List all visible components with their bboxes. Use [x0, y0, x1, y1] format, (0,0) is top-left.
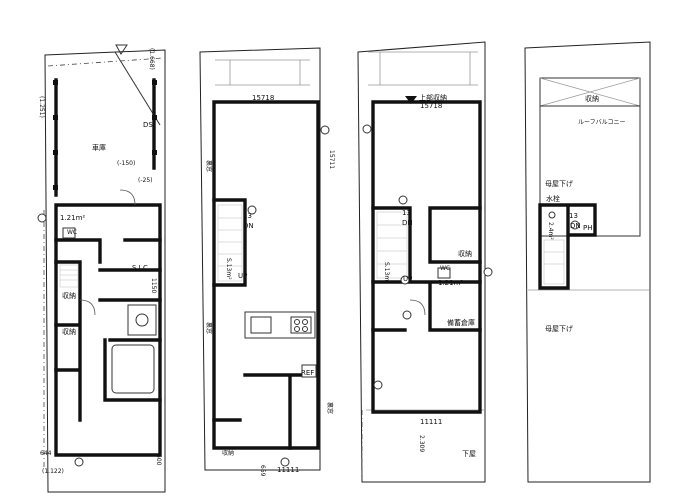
- roof-stair-walls: [538, 203, 597, 290]
- ds-label: DS: [143, 121, 153, 129]
- storage-label-4: 収納: [585, 94, 599, 103]
- plan-floor-3: 上部収納 15718 13 DN UP S.13m² 収納 WC 1.21m² …: [357, 41, 493, 483]
- ph-label: PH: [583, 224, 593, 232]
- garage-label: 車庫: [92, 143, 106, 152]
- grid-marker-3c: [400, 275, 410, 285]
- up-label-3: UP: [403, 275, 412, 283]
- door-swing-1b: [79, 299, 96, 316]
- dim-2309-label: 2.309: [418, 435, 425, 452]
- interior-walls-3: [371, 206, 482, 332]
- setback-top2-label: (1.668): [148, 48, 155, 70]
- dim-659-label: 659: [259, 465, 266, 477]
- dim-11111-label-3: 11111: [420, 418, 442, 426]
- step-13-label-2: 13: [243, 212, 252, 220]
- area-s-label-2: S.13m²: [225, 258, 232, 280]
- storage-room-label: 備蓄倉庫: [447, 318, 475, 327]
- roof-balcony-label: ルーフバルコニー: [578, 119, 626, 126]
- area-121-label: 1.21m²: [60, 214, 85, 222]
- grid-marker-3d: [483, 267, 493, 277]
- dn-label-2: DN: [243, 222, 254, 230]
- grid-marker-4: [570, 220, 580, 230]
- attic-storage-label: 上部収納: [419, 93, 447, 102]
- basin-icon: [135, 313, 149, 327]
- ref-label: REF: [301, 369, 314, 377]
- down-arrow-icon: [405, 96, 417, 104]
- area-s-label-3: S.13m²: [383, 262, 390, 284]
- grid-marker-3b: [398, 195, 408, 205]
- dim-15718-label-2: 15718: [252, 94, 274, 102]
- cabinet-r-label: 裏窓: [326, 402, 334, 414]
- dn-label-3: DN: [402, 219, 413, 227]
- bathtub: [111, 344, 155, 394]
- site-line-1: [47, 57, 164, 67]
- up-label-2: UP: [238, 272, 247, 280]
- kitchen-sink-icon: [250, 316, 272, 334]
- garage-posts: [53, 80, 157, 190]
- site-boundary-4: [524, 41, 651, 483]
- stair-1: [59, 264, 79, 288]
- site-boundary-1: [44, 49, 166, 493]
- dn-label-4: DN: [570, 222, 581, 230]
- plan-floor-2: 15718 15711 13 DN UP S.13m² REF 裏窓 裏窓 裏窓…: [199, 47, 335, 477]
- grid-marker-3a: [362, 124, 372, 134]
- wc-label: WC: [67, 229, 77, 236]
- grid-marker-2a: [247, 205, 257, 215]
- lower-roof-label: 下屋: [462, 450, 476, 458]
- level-25-label: (-25): [138, 177, 152, 184]
- site-boundary-3: [357, 41, 486, 483]
- door-swing-1a: [119, 189, 136, 206]
- interior-walls-1: [54, 238, 162, 422]
- water-tap-label: 水栓: [546, 194, 560, 203]
- area-24-label: 2.4m²: [547, 222, 554, 240]
- toilet-icon: [62, 227, 76, 239]
- step-13-label-4: 13: [569, 212, 578, 220]
- storage-a-label: 収納: [62, 291, 76, 300]
- dim-1150-label: 1150: [150, 278, 157, 293]
- fridge-box: [301, 364, 317, 378]
- setback-top-label: (1.251): [38, 96, 45, 118]
- sic-label: S.I.C: [132, 264, 148, 272]
- grid-marker-1: [37, 213, 47, 223]
- eaves-top-label: 母屋下げ: [545, 179, 573, 188]
- dim-644-label: 644: [40, 450, 52, 457]
- grid-marker-2c: [280, 457, 290, 467]
- storage-b-label: 収納: [62, 327, 76, 336]
- north-arrow-icon: [115, 44, 128, 55]
- toilet-icon-3: [437, 267, 451, 279]
- dim-15718-label-3: 15718: [420, 102, 442, 110]
- plan-floor-1: (1.251) (1.668) 車庫 DS (-150) (-25) 1.21m…: [37, 44, 166, 493]
- storage-label-2: 収納: [222, 449, 234, 457]
- water-tap-icon: [548, 211, 556, 219]
- grid-marker-2b: [320, 125, 330, 135]
- cabinet-l1-label: 裏窓: [205, 160, 213, 172]
- dim-11111-label-2: 11111: [277, 466, 299, 474]
- grid-marker-3e: [402, 310, 412, 320]
- interior-walls-2: [212, 198, 320, 450]
- wc-label-3: WC: [440, 265, 450, 272]
- house-walls-3: [371, 100, 482, 414]
- dim-1122-label: (1.122): [42, 468, 64, 475]
- eaves-bottom-label: 母屋下げ: [545, 324, 573, 333]
- grid-marker-3f: [373, 380, 383, 390]
- dim-600-label: 600: [155, 454, 162, 466]
- stair-3: [376, 211, 408, 279]
- plan-floor-4: 収納 ルーフバルコニー 母屋下げ 水栓 13 DN PH 2.4m² 母屋下げ: [524, 41, 651, 483]
- door-swing-3: [409, 299, 426, 316]
- dim-15711-label: 15711: [328, 150, 335, 169]
- site-boundary-2: [199, 47, 321, 471]
- grid-marker-1b: [74, 457, 84, 467]
- house-walls-2: [212, 100, 320, 450]
- cabinet-l2-label: 裏窓: [205, 322, 213, 334]
- stair-2: [217, 204, 243, 282]
- storage-label-3: 収納: [458, 249, 472, 258]
- cooktop-icon: [290, 316, 312, 334]
- step-13-label-3: 13: [402, 209, 411, 217]
- stair-4: [543, 239, 565, 285]
- level-150-label: (-150): [117, 160, 135, 167]
- area-121-label-3: 1.21m²: [438, 279, 463, 287]
